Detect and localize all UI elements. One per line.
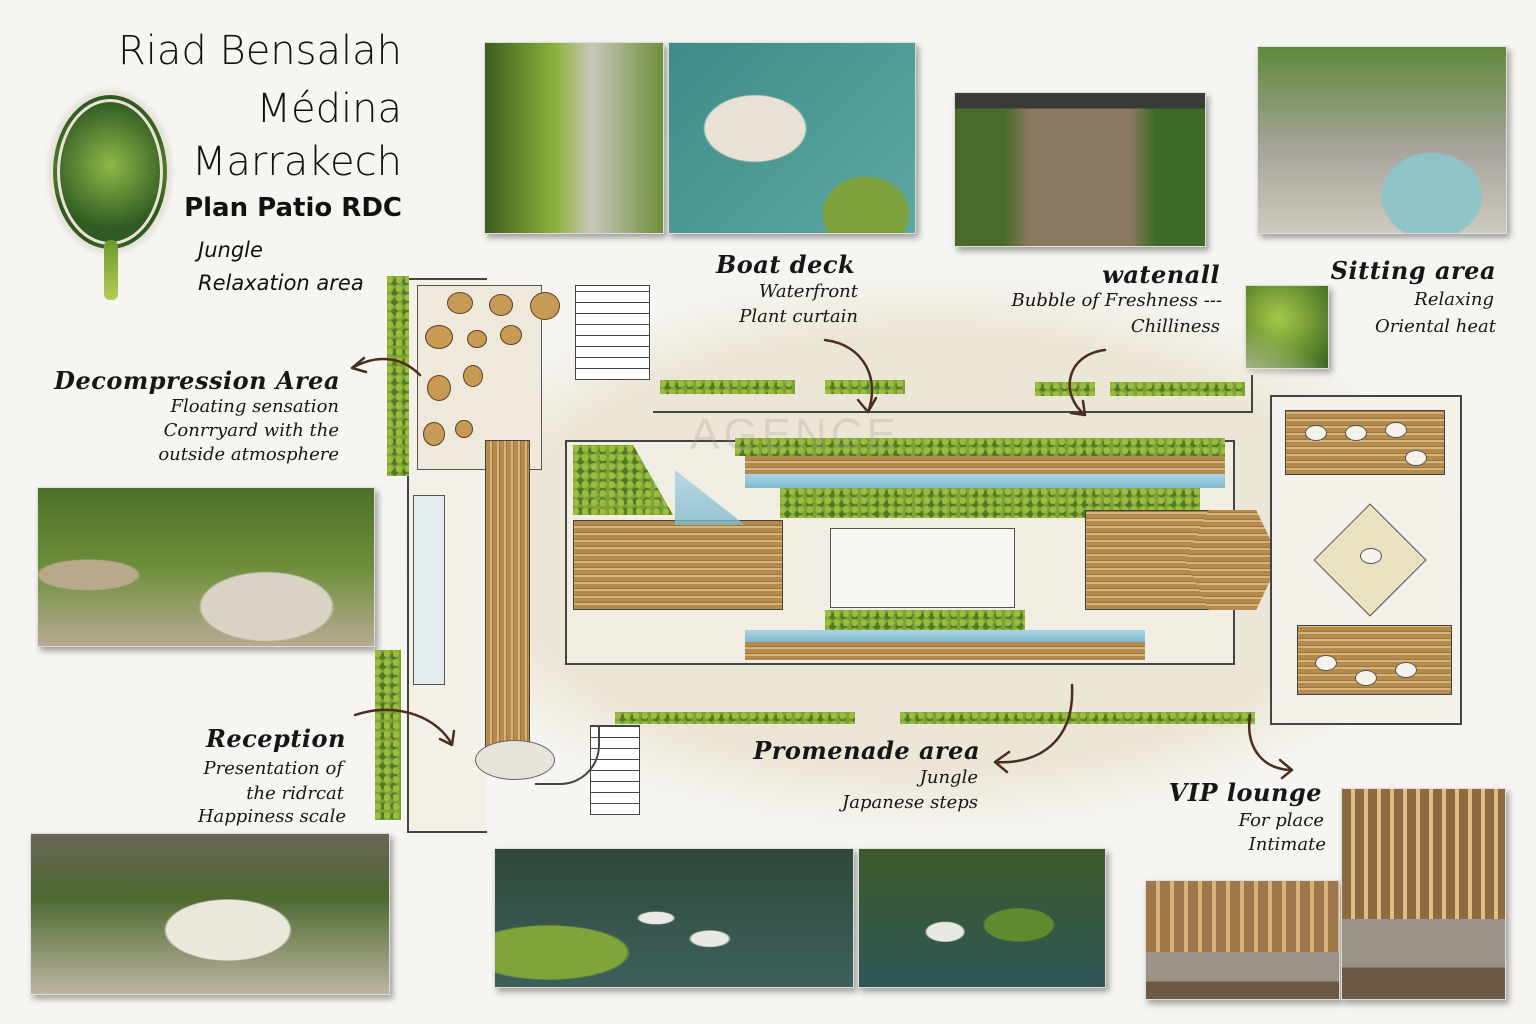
vip-arrow-icon [1247, 713, 1294, 780]
stepping-stone [489, 294, 513, 316]
label-waterwall-title: watenall [1102, 260, 1220, 289]
label-promenade-line2: Japanese steps [842, 792, 978, 813]
label-promenade-title: Promenade area [753, 736, 980, 765]
title-line-3: Marrakech [191, 139, 402, 185]
photo-plant-curtain-corridor [484, 42, 664, 234]
label-vip-line1: For place [1238, 810, 1324, 831]
label-reception-line3: Happiness scale [197, 806, 346, 827]
reception-stone [475, 740, 555, 780]
central-plaza [830, 528, 1015, 608]
north-water-channel [745, 474, 1225, 488]
photo-water-wall [954, 92, 1206, 247]
stepping-stone [455, 420, 473, 438]
agency-watermark: AGENCE [690, 410, 900, 459]
hexagon-deck [1185, 510, 1280, 610]
label-vip-title: VIP lounge [1168, 778, 1322, 807]
vip-seat [1345, 425, 1367, 441]
north-hedge [1110, 382, 1245, 396]
boat-deck-arrow-icon [823, 338, 878, 414]
vip-seat [1305, 425, 1327, 441]
photo-decompression-area [37, 487, 375, 647]
south-water-channel [745, 630, 1145, 642]
vip-seat [1385, 422, 1407, 438]
stepping-stone [463, 365, 483, 387]
vip-seat [1360, 548, 1382, 564]
stepping-stone [467, 330, 487, 348]
label-sitting-line1: Relaxing [1414, 289, 1494, 310]
stepping-stone [425, 325, 453, 349]
label-boat-deck-line1: Waterfront [758, 281, 858, 302]
label-boat-deck-title: Boat deck [716, 250, 856, 279]
south-hedge [615, 712, 855, 724]
reception-arrow-icon [353, 708, 456, 747]
vip-seat [1355, 670, 1377, 686]
south-hedge [900, 712, 1255, 724]
label-sitting-line2: Oriental heat [1374, 316, 1496, 337]
label-boat-deck-line2: Plant curtain [739, 306, 858, 327]
west-hedge-lower [375, 650, 401, 820]
label-sitting-title: Sitting area [1330, 256, 1496, 285]
label-waterwall-line2: Chilliness [1130, 316, 1220, 337]
label-promenade-line1: Jungle [919, 767, 978, 788]
south-planting-bed [825, 610, 1025, 630]
photo-japanese-steps-2 [858, 848, 1106, 988]
north-hedge [825, 380, 905, 394]
boat-deck-south [745, 642, 1145, 660]
stepping-stone [447, 292, 473, 314]
vip-seat [1395, 662, 1417, 678]
label-reception-line2: the ridrcat [246, 783, 344, 804]
vip-seat [1405, 450, 1427, 466]
north-hedge [660, 380, 795, 394]
photo-japanese-steps-1 [494, 848, 854, 988]
stepping-stone [500, 325, 522, 345]
reflecting-slot [413, 495, 445, 685]
label-decompression-line1: Floating sensation [170, 396, 339, 417]
label-waterwall-line1: Bubble of Freshness --- [1011, 290, 1222, 311]
photo-sitting-area [1257, 46, 1507, 234]
photo-boat-deck-pool [668, 42, 916, 234]
decompression-arrow-icon [350, 356, 422, 377]
tag-relaxation: Relaxation area [198, 271, 364, 295]
west-hedge [387, 276, 409, 476]
title-line-1: Riad Bensalah [117, 28, 402, 74]
label-reception-line1: Presentation of [203, 758, 343, 779]
stepping-stone [427, 375, 451, 401]
stepping-stone [423, 422, 445, 446]
vip-seat [1315, 655, 1337, 671]
promenade-boardwalk [485, 440, 530, 760]
label-decompression-title: Decompression Area [54, 366, 340, 395]
photo-vip-lounge-1 [1145, 880, 1340, 1000]
promenade-arrow-icon [993, 683, 1074, 774]
label-decompression-line3: outside atmosphere [158, 444, 339, 465]
north-hedge [1035, 382, 1095, 396]
photo-reception [30, 833, 390, 995]
waterwall-arrow-icon [1068, 348, 1107, 417]
label-decompression-line2: Conrryard with the [163, 420, 339, 441]
title-line-2: Médina [256, 86, 403, 132]
patio-plan: AGENCE [375, 270, 1475, 835]
north-wall [653, 375, 1253, 413]
label-reception-title: Reception [205, 724, 346, 753]
plan-subtitle: Plan Patio RDC [184, 193, 402, 223]
courtyard-north-hedge [735, 438, 1225, 456]
boat-deck-north [745, 456, 1225, 474]
stepping-stone [530, 292, 560, 320]
label-vip-line2: Intimate [1248, 834, 1326, 855]
tag-jungle: Jungle [198, 238, 263, 262]
hanging-plant-icon [104, 240, 118, 300]
north-stairs [575, 285, 650, 380]
